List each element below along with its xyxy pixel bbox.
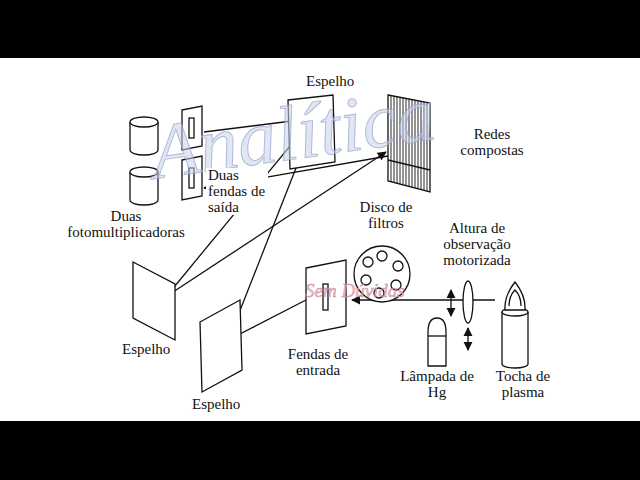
component-label: Espelho [190,397,242,413]
watermark: Sem Dúvidas [305,280,405,302]
bottom-bar [0,421,640,480]
component-label: Duas fendas de saída [206,168,268,215]
hg-lamp [428,318,446,366]
component-label: Duas fotomultiplicadoras [50,209,202,241]
component-label: Tocha de plasma [486,369,560,401]
mirror [200,300,242,392]
mirror [133,262,175,340]
plasma-torch [502,282,528,368]
lens [463,281,473,323]
component-label: Disco de filtros [346,200,426,232]
motion-arrow [450,290,451,316]
component-label: Redes compostas [450,127,534,159]
component-label: Fendas de entrada [275,347,361,379]
component-label: Altura de observação motorizada [420,221,534,268]
top-bar [0,0,640,58]
component-label: Espelho [120,342,172,358]
component-label: Lâmpada de Hg [398,369,476,401]
motion-arrow [467,328,468,350]
component-label: Espelho [304,74,356,90]
